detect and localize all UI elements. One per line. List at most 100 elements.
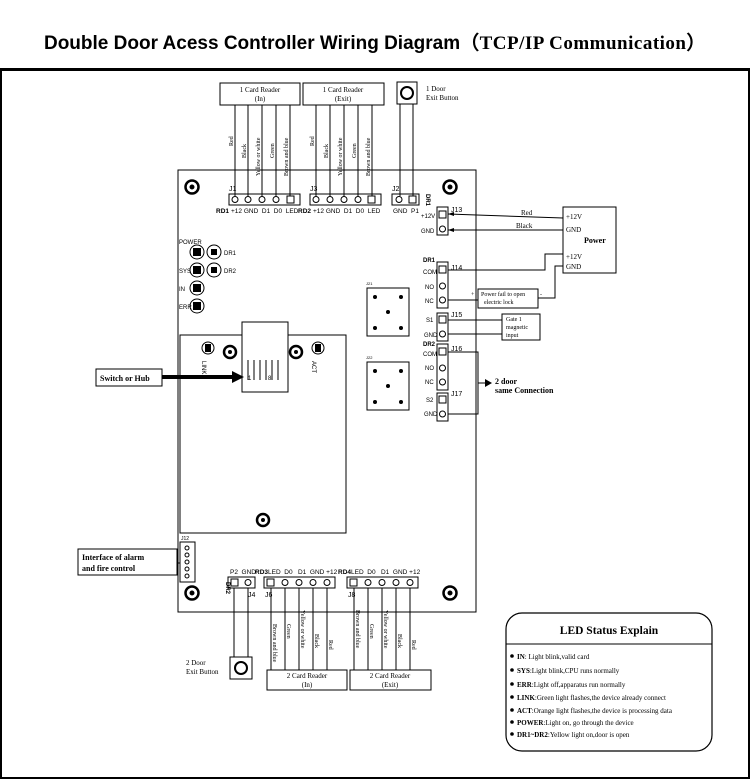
mount-hole xyxy=(442,585,458,601)
j14-pin xyxy=(439,282,446,290)
mount-hole xyxy=(184,179,200,195)
j17-pin xyxy=(438,395,447,404)
alarm-interface-box xyxy=(77,548,178,576)
power-top-pos: +12V xyxy=(566,213,582,221)
wire-label: Red xyxy=(327,640,333,650)
exit-button-1-wires xyxy=(399,104,414,196)
relay-1 xyxy=(366,287,410,337)
j2-pin-labels: GND P1 xyxy=(393,208,419,215)
dr1-led-label: DR1 xyxy=(224,251,237,257)
reader-1-exit-line2: (Exit) xyxy=(335,95,352,103)
j8-pin xyxy=(378,579,386,586)
j4-pin-labels: P2 GND xyxy=(230,569,256,576)
dr2-led-label: DR2 xyxy=(224,269,237,275)
rj45-jack xyxy=(241,321,289,393)
j8-pin xyxy=(406,579,414,586)
j16-label: J16 xyxy=(451,346,462,353)
j6-label: J6 xyxy=(265,592,273,599)
rj45-pin1-label: 1 xyxy=(248,376,252,382)
wire-label: Brown and blue xyxy=(271,624,277,663)
j14-nc: NC xyxy=(425,299,434,305)
wire-label: Black xyxy=(242,144,248,158)
j14-com: COM xyxy=(423,270,437,276)
j16-pin xyxy=(439,378,446,386)
led-status-list: IN: Light blink,valid card SYS:Light bli… xyxy=(510,653,673,739)
j13-pin xyxy=(439,225,446,233)
j3-pins xyxy=(312,195,376,204)
page-title: Double Door Acess Controller Wiring Diag… xyxy=(0,28,750,55)
j6-pin-labels: LED D0 D1 GND +12 xyxy=(268,569,338,576)
arrow-head xyxy=(448,228,454,232)
led-status-text: :Light blink,CPU runs normally xyxy=(530,667,620,675)
j12-label: J12 xyxy=(181,536,189,542)
j15-terminal xyxy=(436,312,449,342)
j15-gnd: GND xyxy=(424,333,438,339)
rj45-pin8-label: 8 xyxy=(268,376,272,382)
j13-terminal xyxy=(436,206,449,236)
gate-wires xyxy=(448,319,502,335)
rd4-label: RD4 xyxy=(338,569,351,576)
arrow-head xyxy=(448,212,454,216)
wire-label: Brown and blue xyxy=(366,137,372,176)
link-led-label: LINK xyxy=(200,361,206,374)
power-bot-pos: +12V xyxy=(566,253,582,261)
j16-no: NO xyxy=(425,366,434,372)
j15-pin xyxy=(438,315,447,324)
gate-magnetic-box xyxy=(501,313,541,341)
electric-lock-box xyxy=(477,288,539,309)
wire-label: Red xyxy=(229,136,235,146)
j6-pin xyxy=(266,578,275,587)
led-status-text: :Light off,apparatus run normally xyxy=(532,681,626,689)
err-led-label: ERR xyxy=(179,305,192,311)
j3-pin-labels: +12 GND D1 D0 LED xyxy=(313,208,381,215)
mount-hole-center xyxy=(189,590,195,596)
exit-button-2-line2: Exit Button xyxy=(186,668,219,676)
led-status-title: LED Status Explain xyxy=(560,625,659,637)
j17-terminal xyxy=(436,392,449,422)
exit-button-2-wires xyxy=(233,588,249,657)
card-reader-2-exit xyxy=(349,669,432,691)
wire-label: Yellow or white xyxy=(256,137,262,176)
act-led xyxy=(311,341,325,355)
wire-label: Green xyxy=(368,624,374,639)
sys-led-label: SYS xyxy=(179,269,191,275)
power-red-wire: Red xyxy=(521,209,533,217)
arrow-head xyxy=(485,379,492,387)
reader-2-exit-line2: (Exit) xyxy=(382,681,399,689)
j2-dr1-label: DR1 xyxy=(424,194,430,207)
wire-label: Red xyxy=(410,640,416,650)
alarm-line1: Interface of alarm xyxy=(82,553,145,562)
wire-label: Black xyxy=(324,144,330,158)
power-wires xyxy=(447,213,564,301)
j6-pin xyxy=(295,579,303,586)
j8-pin xyxy=(349,578,358,587)
mount-hole-center xyxy=(447,184,453,190)
outer-frame xyxy=(0,69,750,779)
wire-label: Brown and blue xyxy=(284,137,290,176)
j2-pin xyxy=(408,195,417,204)
j1-label: J1 xyxy=(229,186,237,193)
title-sub: （TCP/IP Communication） xyxy=(460,33,706,54)
link-led xyxy=(201,341,215,355)
led-status-key: ACT xyxy=(517,707,532,715)
j12-pins xyxy=(184,545,190,579)
j13-label: J13 xyxy=(451,207,462,214)
reader-2-in-line2: (In) xyxy=(302,681,313,689)
j4-pin xyxy=(230,578,239,587)
svg-text:IN: Light blink,valid card: IN: Light blink,valid card xyxy=(517,653,590,661)
j22-label: J22 xyxy=(366,355,373,360)
led-status-key: DR1~DR2 xyxy=(517,731,548,739)
j16-pin xyxy=(439,364,446,372)
led-status-text: :Yellow light on,door is open xyxy=(548,731,630,739)
in-led-label: IN xyxy=(179,287,185,293)
lock-line1: Power fail to open xyxy=(481,291,525,298)
led-status-text: : Light blink,valid card xyxy=(525,653,590,661)
reader-2-in-line1: 2 Card Reader xyxy=(287,672,328,680)
j8-pin xyxy=(364,579,372,586)
j15-s1: S1 xyxy=(426,318,434,324)
door-2-line1: 2 door xyxy=(495,377,517,386)
mount-hole-center xyxy=(189,184,195,190)
gate-line2: magnetic xyxy=(506,325,528,331)
